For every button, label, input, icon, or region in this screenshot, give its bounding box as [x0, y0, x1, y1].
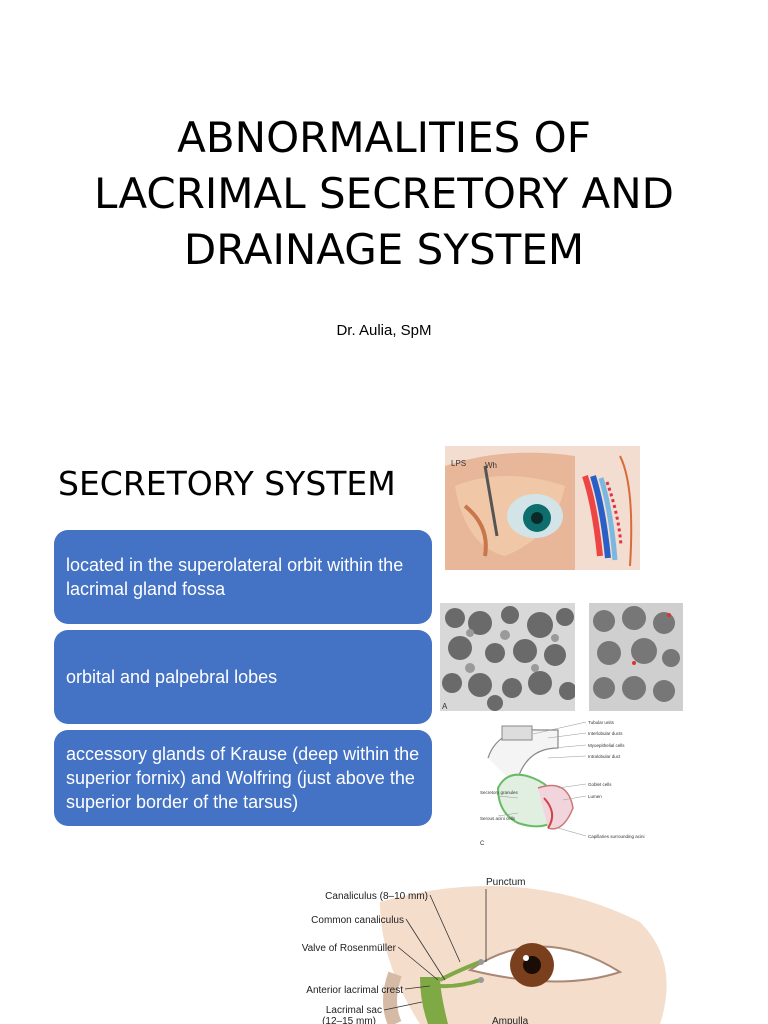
slide-secretory-system: SECRETORY SYSTEM located in the superola…: [0, 430, 768, 860]
drainage-label: Common canaliculus: [311, 915, 404, 926]
drainage-diagram: Canaliculus (8–10 mm) Common canaliculus…: [0, 862, 768, 1024]
drainage-label: Anterior lacrimal crest: [306, 985, 403, 996]
slide-heading: SECRETORY SYSTEM: [58, 464, 396, 503]
content-box: located in the superolateral orbit withi…: [54, 530, 432, 624]
acinus-label: Goblet cells: [588, 782, 612, 787]
acinus-label: Serous acini cells: [480, 816, 516, 821]
box-text: located in the superolateral orbit withi…: [66, 555, 404, 599]
content-box: orbital and palpebral lobes: [54, 630, 432, 724]
eye-anatomy-illustration: LPS Wh: [445, 446, 640, 570]
box-text: accessory glands of Krause (deep within …: [66, 744, 420, 812]
acinus-label: Capillaries surrounding acini: [588, 834, 645, 839]
label-lps: LPS: [451, 459, 466, 468]
drainage-label: Lacrimal sac: [326, 1005, 382, 1016]
content-box: accessory glands of Krause (deep within …: [54, 730, 432, 826]
punctum-label: Punctum: [486, 877, 525, 888]
drainage-label: (12–15 mm): [322, 1016, 376, 1024]
acinus-diagram: Tubular units Interlobular ducts Myoepit…: [478, 718, 678, 850]
ampulla-label: Ampulla: [492, 1016, 529, 1024]
acinus-label: Myoepithelial cells: [588, 743, 625, 748]
slide-drainage-system: Canaliculus (8–10 mm) Common canaliculus…: [0, 862, 768, 1024]
title-line: ABNORMALITIES OF: [177, 113, 591, 162]
drainage-label: Canaliculus (8–10 mm): [325, 891, 428, 902]
title-line: LACRIMAL SECRETORY AND: [94, 169, 674, 218]
acinus-label: Intralobular duct: [588, 754, 621, 759]
box-text: orbital and palpebral lobes: [66, 667, 278, 687]
title-line: DRAINAGE SYSTEM: [183, 225, 585, 274]
slide-title: ABNORMALITIES OF LACRIMAL SECRETORY AND …: [0, 0, 768, 410]
author-name: Dr. Aulia, SpM: [336, 322, 432, 339]
label-panel-a: A: [442, 702, 448, 711]
drainage-label: Valve of Rosenmüller: [302, 943, 397, 954]
histology-image-b: B: [589, 603, 683, 711]
acinus-label: Secretory granules: [480, 790, 519, 795]
presentation-title: ABNORMALITIES OF LACRIMAL SECRETORY AND …: [0, 110, 768, 278]
label-panel-c: C: [480, 841, 485, 847]
acinus-label: Tubular units: [588, 720, 615, 725]
label-wh: Wh: [485, 461, 497, 470]
acinus-label: Interlobular ducts: [588, 731, 623, 736]
histology-image-a: A: [440, 603, 575, 711]
acinus-label: Lumen: [588, 794, 602, 799]
